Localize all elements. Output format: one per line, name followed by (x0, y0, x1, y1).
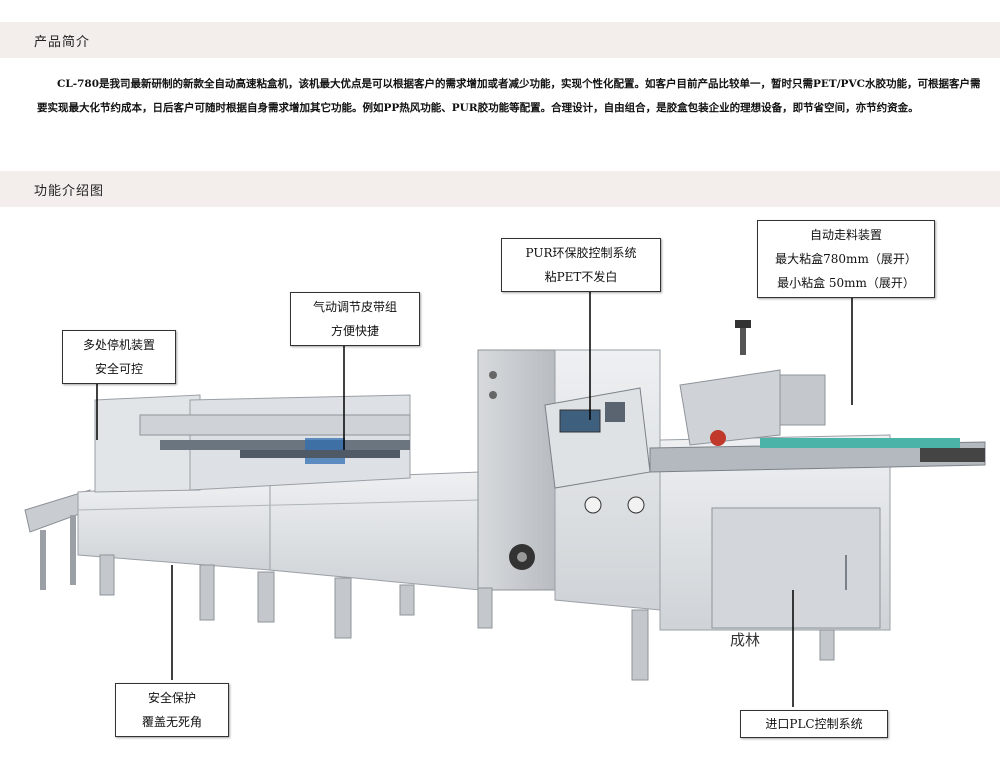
gluer-machine-illustration: 成林 (24, 289, 986, 707)
hand-wheel (509, 544, 535, 570)
callout-pneumatic-belt: 气动调节皮带组 方便快捷 (290, 292, 420, 346)
callout-feed-line1: 自动走料装置 (809, 228, 882, 242)
machine-left-base (77, 471, 481, 591)
callout-leader-lines (96, 289, 853, 707)
feature-section-title: 功能介绍图 (34, 184, 105, 199)
control-panel (544, 387, 651, 489)
upper-frames (94, 394, 411, 493)
machine-legs (99, 554, 835, 681)
callout-belt-line1: 气动调节皮带组 (312, 300, 397, 314)
callout-feed-line2: 最大粘盒780mm（展开） (775, 252, 917, 266)
intro-paragraph: CL-780是我司最新研制的新款全自动高速粘盒机，该机最大优点是可以根据客户的需… (37, 78, 981, 114)
callout-belt-line2: 方便快捷 (330, 324, 379, 338)
callout-pur-line2: 粘PET不发白 (544, 270, 618, 284)
callout-plc-control: 进口PLC控制系统 (740, 710, 888, 738)
intro-section-header: 产品简介 (0, 22, 1000, 58)
callout-safe-line2: 覆盖无死角 (141, 715, 202, 729)
pressure-gauges (584, 496, 645, 514)
feature-section-header: 功能介绍图 (0, 171, 1000, 207)
callout-stop-devices: 多处停机装置 安全可控 (62, 330, 176, 384)
callout-stop-line2: 安全可控 (94, 362, 143, 376)
callout-pur-line1: PUR环保胶控制系统 (525, 246, 637, 260)
callout-pur-glue-system: PUR环保胶控制系统 粘PET不发白 (501, 238, 661, 292)
callout-safe-line1: 安全保护 (147, 691, 196, 705)
callout-stop-line1: 多处停机装置 (82, 338, 155, 352)
machine-main-body (477, 349, 891, 631)
callout-safety-cover: 安全保护 覆盖无死角 (115, 683, 229, 737)
intro-section-title: 产品简介 (34, 35, 91, 50)
callout-feed-line3: 最小粘盒 50mm（展开） (777, 276, 915, 290)
callout-auto-feed: 自动走料装置 最大粘盒780mm（展开） 最小粘盒 50mm（展开） (757, 220, 935, 298)
callout-plc-line1: 进口PLC控制系统 (765, 717, 863, 731)
feeder-assembly (649, 320, 986, 473)
intro-text-block: CL-780是我司最新研制的新款全自动高速粘盒机，该机最大优点是可以根据客户的需… (37, 72, 982, 120)
machine-nameplate: 成林 (730, 631, 760, 649)
